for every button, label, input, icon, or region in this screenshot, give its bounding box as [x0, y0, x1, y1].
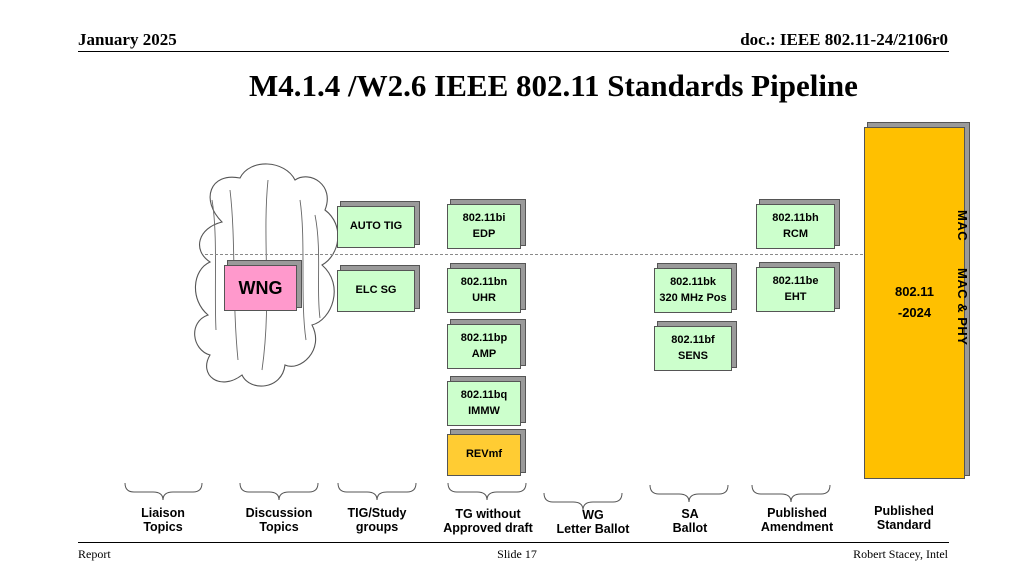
- elc-sg-box: ELC SG: [337, 270, 415, 312]
- category-wg: WG Letter Ballot: [556, 508, 630, 537]
- category-sa: SA Ballot: [672, 507, 708, 536]
- category-published-standard: Published Standard: [874, 504, 934, 533]
- box-802-11bh: 802.11bh RCM: [756, 204, 835, 249]
- layer-label-mac: MAC: [955, 210, 970, 242]
- published-standard-bar: 802.11 -2024: [864, 127, 965, 479]
- footer-left: Report: [78, 547, 111, 561]
- wng-box: WNG: [224, 265, 297, 311]
- layer-label-mac-phy: MAC & PHY: [955, 268, 970, 346]
- footer-author: Robert Stacey, Intel: [853, 547, 948, 561]
- auto-tig-box: AUTO TIG: [337, 206, 415, 248]
- header-date: January 2025: [78, 30, 177, 49]
- box-802-11bk: 802.11bk 320 MHz Pos: [654, 268, 732, 313]
- header-doc-id: doc.: IEEE 802.11-24/2106r0: [740, 30, 948, 49]
- box-802-11bi: 802.11bi EDP: [447, 204, 521, 249]
- box-802-11bp: 802.11bp AMP: [447, 324, 521, 369]
- box-revmf: REVmf: [447, 434, 521, 476]
- category-liaison: Liaison Topics: [141, 506, 185, 535]
- header-divider: [78, 51, 949, 52]
- mac-phy-separator: [205, 254, 943, 255]
- brace-tg: [447, 482, 527, 501]
- brace-sa: [649, 484, 729, 503]
- box-802-11bf: 802.11bf SENS: [654, 326, 732, 371]
- footer-divider: [78, 542, 949, 543]
- brace-discussion: [239, 482, 319, 501]
- category-discussion: Discussion Topics: [245, 506, 313, 535]
- brace-liaison: [124, 482, 203, 501]
- brace-published-amendment: [751, 484, 831, 503]
- category-tg: TG without Approved draft: [443, 507, 533, 536]
- slide-number: Slide 17: [497, 547, 537, 561]
- brace-tig-study: [337, 482, 417, 501]
- category-published-amendment: Published Amendment: [760, 506, 834, 535]
- brace-wg: [543, 492, 623, 511]
- box-802-11bq: 802.11bq IMMW: [447, 381, 521, 426]
- box-802-11bn: 802.11bn UHR: [447, 268, 521, 313]
- category-tig-study: TIG/Study groups: [347, 506, 407, 535]
- slide-title: M4.1.4 /W2.6 IEEE 802.11 Standards Pipel…: [249, 68, 858, 103]
- box-802-11be: 802.11be EHT: [756, 267, 835, 312]
